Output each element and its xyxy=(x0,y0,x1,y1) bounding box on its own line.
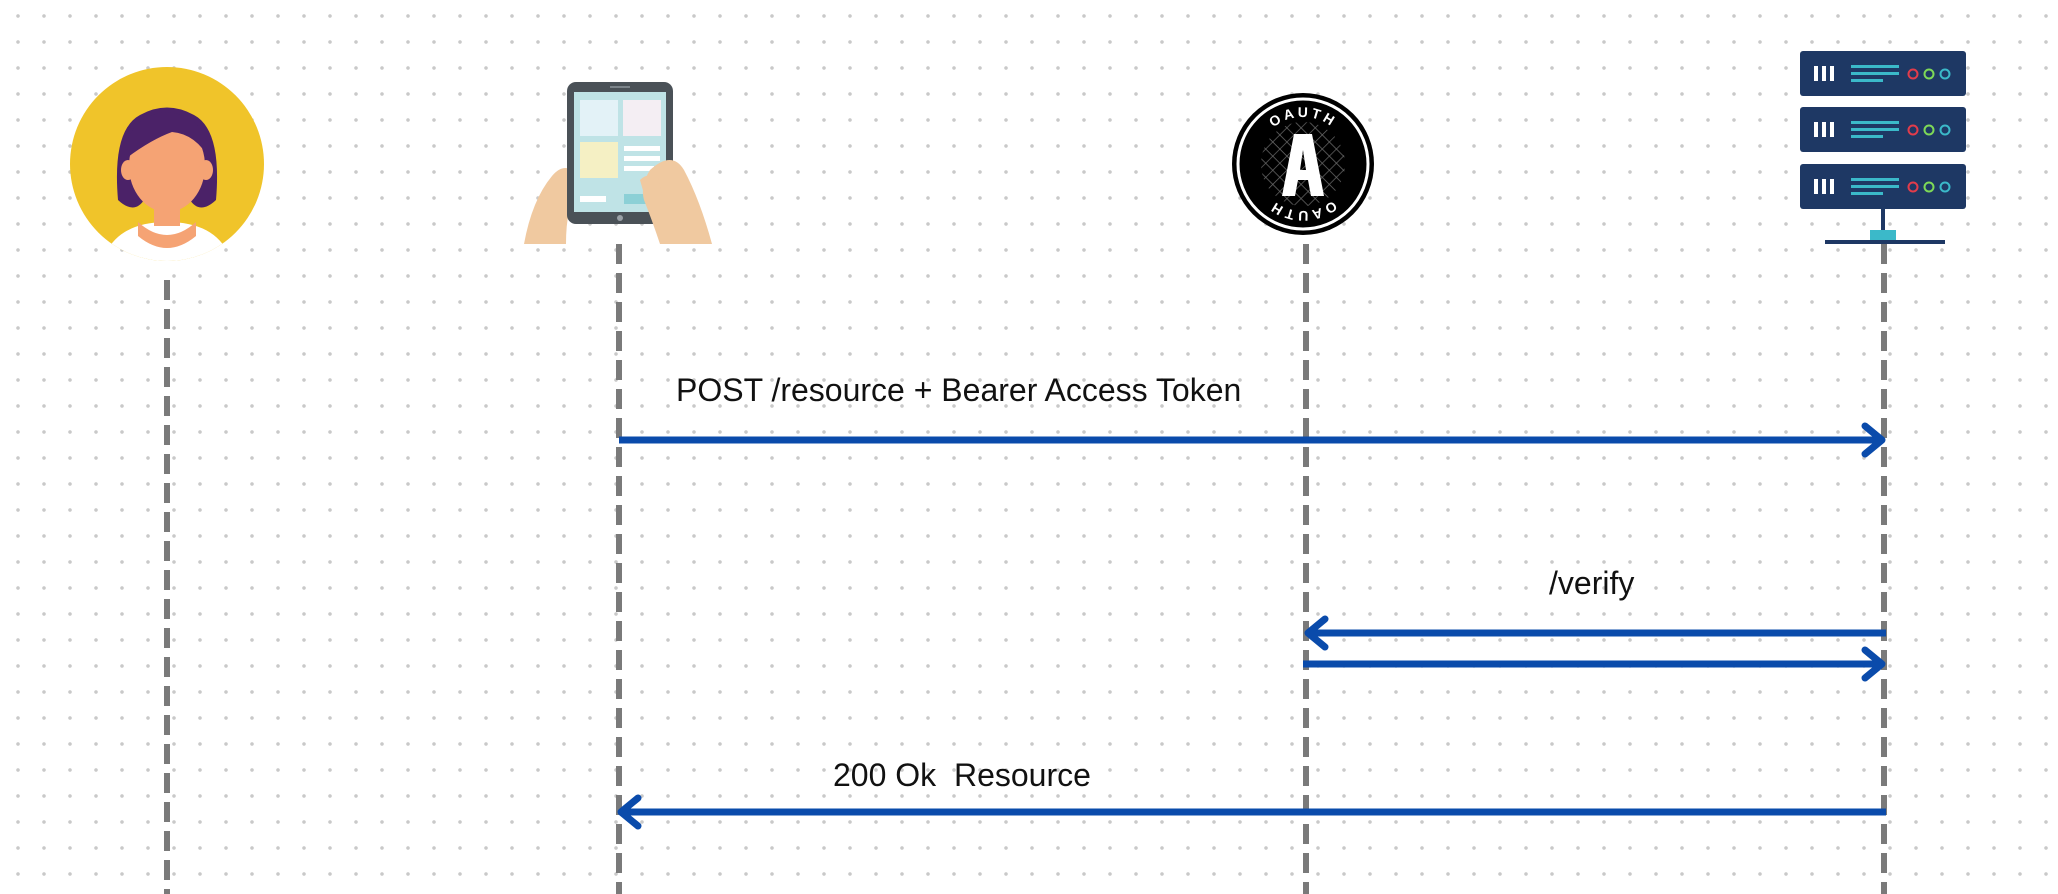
arrowhead-left-icon xyxy=(617,794,642,830)
message-label-ok-resource: 200 Ok Resource xyxy=(833,757,1091,793)
message-label-post-resource: POST /resource + Bearer Access Token xyxy=(676,372,1241,408)
message-label-verify-request: /verify xyxy=(1549,565,1634,601)
user-avatar-icon xyxy=(70,67,264,261)
lifelines xyxy=(164,244,1887,894)
arrowhead-right-icon xyxy=(1861,422,1886,458)
message-verify-response xyxy=(1303,646,1886,682)
server-rack-icon xyxy=(1800,51,1966,244)
arrowhead-left-icon xyxy=(1304,615,1329,651)
oauth-logo-icon: OAUTH OAUTH xyxy=(1232,93,1374,235)
message-post-resource: POST /resource + Bearer Access Token xyxy=(619,372,1886,458)
messages: POST /resource + Bearer Access Token /ve… xyxy=(617,372,1886,830)
message-verify-request: /verify xyxy=(1304,565,1886,651)
message-ok-resource: 200 Ok Resource xyxy=(617,757,1886,830)
tablet-client-icon xyxy=(524,82,712,244)
arrowhead-right-icon xyxy=(1861,646,1886,682)
